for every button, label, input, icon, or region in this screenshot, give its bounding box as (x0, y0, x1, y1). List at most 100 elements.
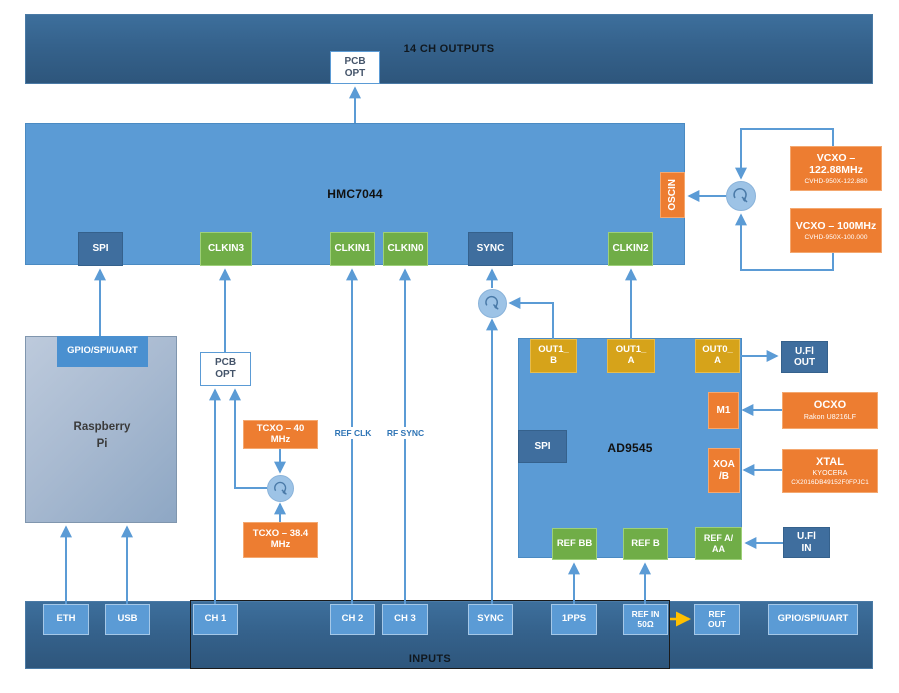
raspberry-pi-label: Raspberry Pi (26, 419, 178, 454)
vcxo-12288-part: CVHD-950X-122.880 (804, 177, 868, 185)
ocxo-part: Rakon U8216LF (803, 413, 857, 421)
refaaa-line1: REF A/ (703, 533, 734, 544)
raspberry-pi-line1: Raspberry (73, 421, 131, 433)
refin-line1: REF IN (631, 608, 660, 619)
vcxo-100-line1: VCXO – 100MHz (795, 219, 877, 232)
pcb-opt-output-box: PCB OPT (330, 51, 380, 84)
tcxo-384-line2: MHz (270, 539, 291, 550)
pcb-opt-mid-line1: PCB (214, 357, 237, 368)
tcxo-40-box: TCXO – 40 MHz (243, 420, 318, 449)
ch1-label: CH 1 (204, 613, 227, 625)
raspberry-pi-box: Raspberry Pi (25, 336, 177, 523)
ocxo-title: OCXO (813, 399, 847, 412)
xoab-line2: /B (719, 470, 729, 482)
refin-line2: 50Ω (637, 618, 654, 629)
connector-refin: REF IN 50Ω (623, 604, 668, 635)
ch2-label: CH 2 (341, 613, 364, 625)
out0a-line1: OUT0_ (702, 344, 733, 356)
vcxo-12288-line2: 122.88MHz (809, 163, 863, 176)
ufl-in-box: U.Fl IN (783, 527, 830, 558)
eth-label: ETH (56, 613, 76, 625)
connector-1pps: 1PPS (551, 604, 597, 635)
hmc7044-label: HMC7044 (327, 187, 383, 201)
ad9545-port-xoab: XOA /B (708, 448, 740, 493)
sync-input-label: SYNC (477, 613, 504, 625)
out1a-line2: A (627, 355, 635, 366)
refaaa-line2: AA (712, 543, 725, 554)
pcb-opt-mid-line2: OPT (215, 369, 236, 380)
tcxo-40-line1: TCXO – 40 (256, 422, 305, 434)
pcb-opt-output-line2: OPT (344, 67, 366, 79)
hmc-sync-label: SYNC (476, 243, 505, 255)
tcxo-40-line2: MHz (270, 433, 291, 445)
inputs-group-label: INPUTS (408, 653, 452, 665)
refout-line1: REF (708, 608, 726, 619)
hmc7044-spi-label: SPI (92, 243, 109, 255)
ad9545-port-out0a: OUT0_ A (695, 339, 740, 373)
hmc7044-port-oscin: OSCIN (660, 172, 685, 218)
pcb-opt-mid-box: PCB OPT (200, 352, 251, 386)
refb-label: REF B (631, 537, 660, 549)
xtal-part: CX2016DB49152F0FPJC1 (791, 478, 869, 486)
hmc7044-port-clkin3: CLKIN3 (200, 232, 252, 266)
connector-refout: REF OUT (694, 604, 740, 635)
xtal-brand: KYOCERA (812, 469, 848, 477)
hmc7044-port-clkin0: CLKIN0 (383, 232, 428, 266)
outputs-bar: 14 CH OUTPUTS (25, 14, 873, 84)
hmc7044-port-sync: SYNC (468, 232, 513, 266)
usb-label: USB (117, 613, 138, 625)
out0a-line2: A (714, 355, 721, 366)
vcxo-12288-line1: VCXO – (816, 151, 856, 164)
ufl-out-box: U.Fl OUT (781, 341, 828, 373)
ad9545-port-out1b: OUT1_ B (530, 339, 577, 373)
ad9545-label: AD9545 (607, 441, 653, 455)
m1-label: M1 (716, 404, 731, 416)
tcxo-384-line1: TCXO – 38.4 (252, 528, 309, 540)
ocxo-box: OCXO Rakon U8216LF (782, 392, 878, 429)
ad9545-port-spi: SPI (518, 430, 567, 463)
tcxo-384-box: TCXO – 38.4 MHz (243, 522, 318, 558)
gpio-bottom-label: GPIO/SPI/UART (777, 613, 849, 625)
tcxo-switch (267, 475, 294, 502)
wire-out1b-to-switch (508, 297, 554, 339)
vcxo-switch (726, 181, 756, 211)
connector-ch1: CH 1 (193, 604, 238, 635)
out1b-line1: OUT1_ (538, 344, 569, 356)
ad9545-port-refbb: REF BB (552, 528, 597, 560)
connector-ch3: CH 3 (382, 604, 428, 635)
connector-gpio: GPIO/SPI/UART (768, 604, 858, 635)
ad9545-port-refaaa: REF A/ AA (695, 527, 742, 560)
clkin3-label: CLKIN3 (207, 243, 245, 255)
rf-sync-wire-label: RF SYNC (383, 427, 428, 440)
connector-ch2: CH 2 (330, 604, 375, 635)
ad9545-spi-label: SPI (534, 440, 551, 452)
hmc7044-port-clkin2: CLKIN2 (608, 232, 653, 266)
switch-icon (273, 481, 287, 495)
inputs-group-outline: INPUTS (190, 600, 670, 669)
rpi-gpio-label: GPIO/SPI/UART (67, 345, 138, 357)
vcxo-12288-box: VCXO – 122.88MHz CVHD-950X-122.880 (790, 146, 882, 191)
out1a-line1: OUT1_ (615, 344, 647, 356)
hmc7044-port-clkin1: CLKIN1 (330, 232, 375, 266)
ufl-in-line2: IN (801, 542, 812, 554)
connector-sync: SYNC (468, 604, 513, 635)
oscin-label: OSCIN (666, 179, 678, 211)
xoab-line1: XOA (713, 459, 735, 470)
hmc7044-port-spi: SPI (78, 232, 123, 266)
switch-icon (485, 295, 499, 310)
ch3-label: CH 3 (394, 613, 416, 625)
ad9545-port-m1: M1 (708, 392, 739, 429)
ufl-out-line2: OUT (793, 357, 816, 368)
ad9545-port-refb: REF B (623, 528, 668, 560)
ufl-out-line1: U.Fl (795, 345, 814, 357)
pps-label: 1PPS (561, 613, 587, 625)
vcxo-100-part: CVHD-950X-100.000 (804, 233, 868, 241)
clkin1-label: CLKIN1 (334, 243, 371, 255)
refbb-label: REF BB (556, 537, 593, 549)
pcb-opt-output-line1: PCB (344, 55, 366, 67)
clkin2-label: CLKIN2 (612, 243, 649, 255)
ufl-in-line1: U.Fl (797, 531, 816, 542)
rpi-gpio-port: GPIO/SPI/UART (57, 336, 148, 367)
connector-usb: USB (105, 604, 150, 635)
